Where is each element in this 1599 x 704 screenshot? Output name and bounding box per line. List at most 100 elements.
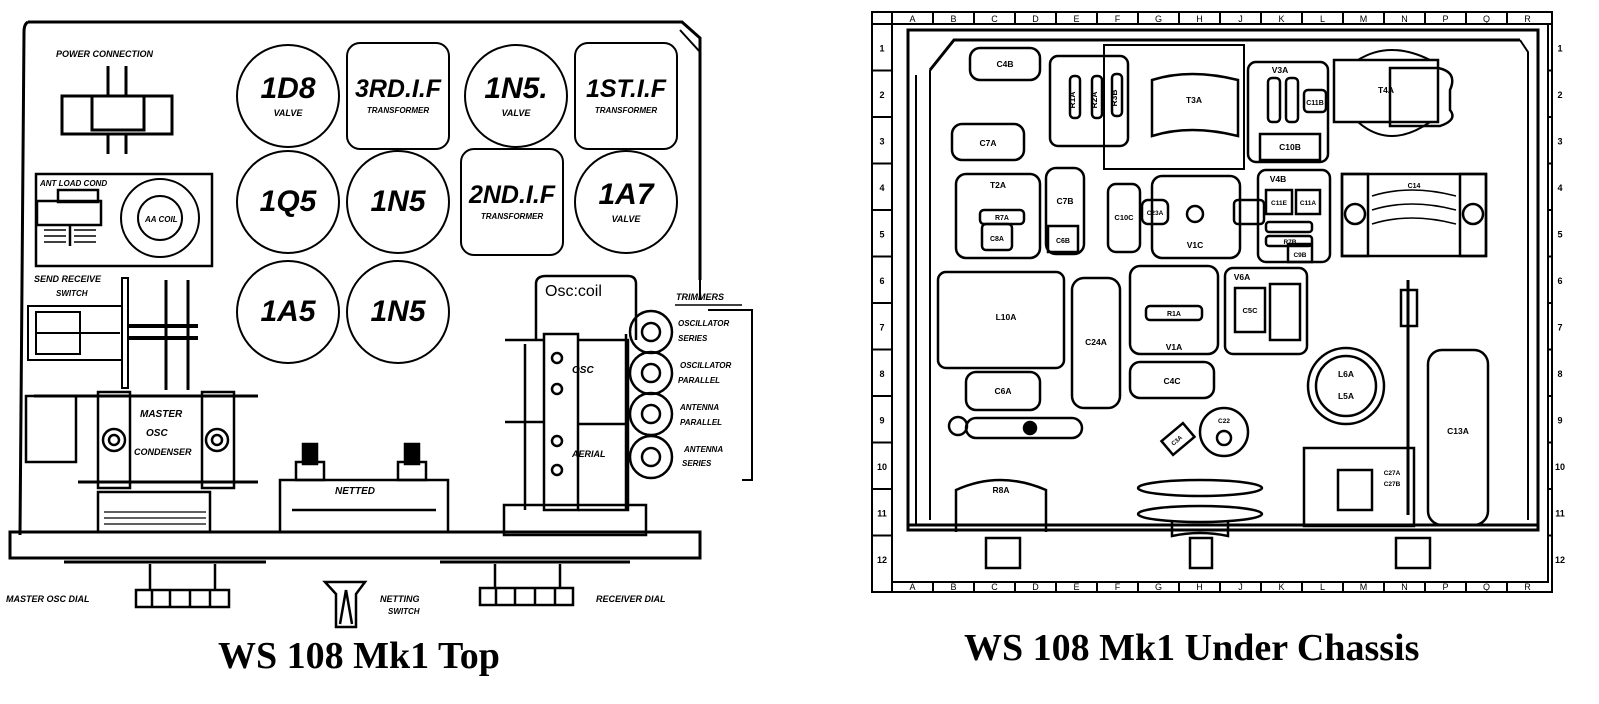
label-c7b: C7B [1056, 196, 1073, 206]
label-v1c: V1C [1187, 240, 1204, 250]
ruler-letter: P [1442, 14, 1448, 24]
label-r2a: R2A [1089, 91, 1099, 108]
component-type: TRANSFORMER [480, 212, 544, 221]
trimmer-2-line1: OSCILLATOR [680, 361, 731, 370]
chassis-base [8, 530, 702, 564]
ruler-number: 8 [879, 369, 884, 379]
ant-load-cond-icon [34, 172, 214, 268]
capacitor-c5c [1233, 286, 1267, 334]
ruler-number: 10 [877, 462, 887, 472]
ruler-letter: Q [1483, 582, 1490, 592]
valve-1n5: 1N5 [346, 150, 450, 254]
component-type: TRANSFORMER [366, 106, 430, 115]
component-name: 3RD.I.F [354, 75, 442, 103]
ruler-number: 12 [1555, 555, 1565, 565]
ruler-letter: A [909, 582, 915, 592]
component-name: 2ND.I.F [468, 181, 556, 209]
master-osc-dial-label: MASTER OSC DIAL [6, 594, 90, 604]
component-type: VALVE [273, 108, 303, 118]
ruler-number: 9 [879, 415, 884, 425]
label-l10a: L10A [996, 312, 1017, 322]
rotary-r8a [954, 478, 1048, 532]
label-r7a: R7A [995, 215, 1009, 222]
label-c22: C22 [1218, 418, 1230, 425]
ruler-letter: K [1278, 14, 1284, 24]
ruler-letter: L [1320, 14, 1325, 24]
coil-l6a-l5a [1306, 346, 1386, 426]
ruler-number: 11 [877, 508, 887, 518]
resistor-board [1048, 54, 1130, 148]
transformer-t4a [1388, 66, 1454, 128]
ruler-number: 3 [1557, 136, 1562, 146]
send-receive-label-1: SEND RECEIVE [34, 274, 102, 284]
transformer-t3a-frame [1103, 44, 1245, 170]
label-l6a: L6A [1338, 369, 1354, 379]
valve-1n5: 1N5 [346, 260, 450, 364]
ruler-letter: R [1524, 14, 1531, 24]
ruler-letter: G [1155, 14, 1162, 24]
ruler-letter: M [1360, 14, 1368, 24]
trimmer-box [1302, 446, 1416, 528]
ruler-letter: K [1278, 582, 1284, 592]
label-c4b: C4B [996, 59, 1013, 69]
ruler-letter: C [991, 582, 998, 592]
trimmer-1-line2: SERIES [678, 334, 708, 343]
ruler-letter: D [1032, 14, 1039, 24]
ruler-number: 6 [1557, 276, 1562, 286]
aa-coil-label: AA COIL [144, 215, 178, 224]
label-c11e: C11E [1271, 200, 1288, 207]
osc-coil-assembly-icon [502, 274, 648, 537]
capacitor-c11e [1264, 188, 1294, 216]
ruler-number: 7 [879, 322, 884, 332]
component-type: VALVE [501, 108, 531, 118]
capacitor-c8a [980, 222, 1014, 252]
valve-1n5: 1N5.VALVE [464, 44, 568, 148]
transformer-t3a [1150, 72, 1240, 138]
ruler-letter: L [1320, 582, 1325, 592]
valve-v3a-board [1246, 60, 1330, 164]
ruler-number: 5 [1557, 229, 1562, 239]
ant-load-cond-label: ANT LOAD COND [39, 179, 107, 188]
component-name: 1ST.I.F [585, 75, 667, 103]
socket-v1c [1150, 174, 1242, 260]
component-type: VALVE [611, 214, 641, 224]
capacitor-c13a [1426, 348, 1490, 527]
label-t3a: T3A [1186, 95, 1202, 105]
ruler-number: 12 [877, 555, 887, 565]
ruler-letter: Q [1483, 14, 1490, 24]
label-c11b: C11B [1306, 100, 1324, 107]
netted-label: NETTED [335, 486, 375, 497]
capacitor-c10b [1258, 132, 1322, 162]
label-c5c: C5C [1242, 306, 1258, 315]
label-t4a: T4A [1378, 85, 1394, 95]
ruler-letter: G [1155, 582, 1162, 592]
capacitor-c9b [1286, 242, 1314, 264]
power-connection-label: POWER CONNECTION [56, 49, 154, 59]
capacitor-c4b [968, 46, 1042, 82]
capacitor-c6a [964, 370, 1042, 412]
ruler-number: 8 [1557, 369, 1562, 379]
ruler-number: 11 [1555, 508, 1565, 518]
ruler-letter: H [1196, 14, 1203, 24]
label-c10b: C10B [1279, 142, 1301, 152]
capacitor-c3a [1159, 421, 1197, 457]
label-v3a: V3A [1272, 65, 1289, 75]
if-transformer-3rdif: 3RD.I.F TRANSFORMER [346, 42, 450, 150]
component-name: 1Q5 [259, 185, 317, 218]
label-r1a-2: R1A [1167, 311, 1181, 318]
trimmer-3-line1: ANTENNA [679, 403, 719, 412]
capacitor-c11a [1294, 188, 1322, 216]
ruler-letter: N [1401, 582, 1408, 592]
osc-coil-label: Osc:coil [545, 283, 602, 300]
valve-v6a-board [1223, 266, 1309, 356]
ruler-letter: E [1073, 14, 1079, 24]
trimmers-group [628, 304, 753, 481]
label-r7b: R7B [1283, 239, 1296, 246]
aa-coil-icon [120, 178, 200, 258]
label-v6a: V6A [1234, 272, 1251, 282]
label-v4b: V4B [1270, 174, 1287, 184]
